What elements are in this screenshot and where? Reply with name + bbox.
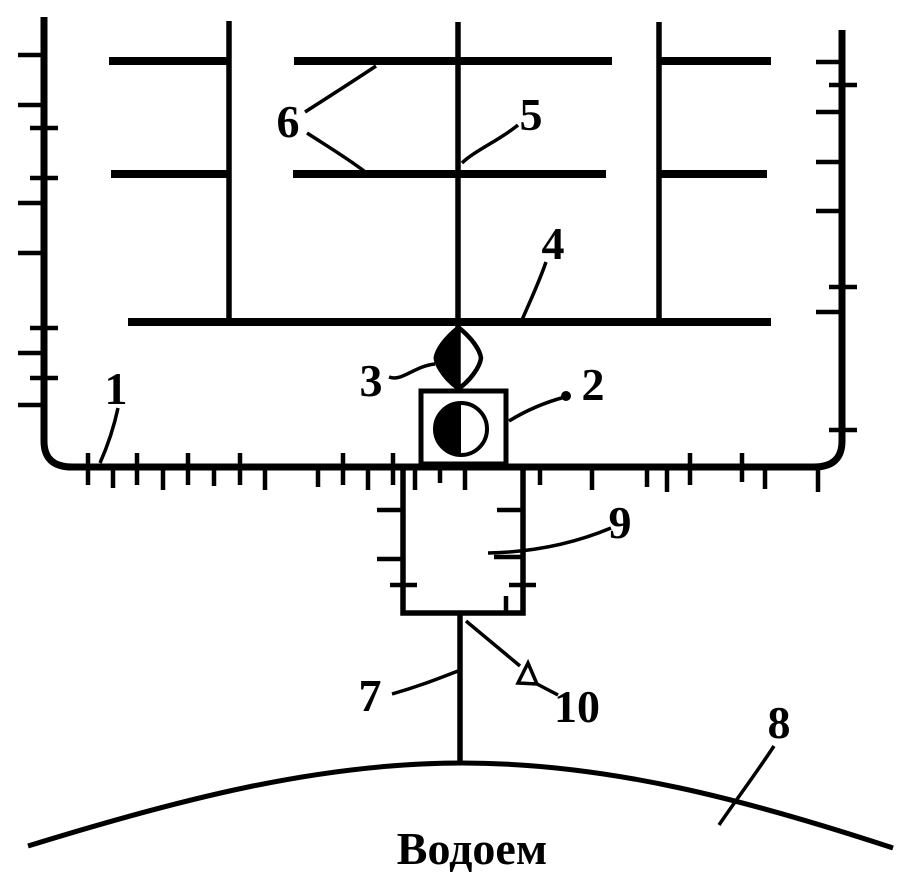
callout-1: 1 xyxy=(105,363,128,414)
sensor-box xyxy=(418,388,509,467)
callout-8: 8 xyxy=(768,697,791,748)
callout-4: 4 xyxy=(542,218,565,269)
callout-9: 9 xyxy=(609,497,632,548)
feed-diamond-left-half xyxy=(433,323,460,392)
callout-10: 10 xyxy=(554,681,600,732)
leader-10-upper xyxy=(464,619,522,668)
callout-5: 5 xyxy=(520,89,543,140)
leader-3 xyxy=(388,362,436,380)
right-ruler-ticks xyxy=(816,59,857,433)
feed-diamond-right-half xyxy=(456,325,484,391)
left-ruler-ticks xyxy=(18,52,58,408)
bottom-edge-ticks-cross xyxy=(85,453,745,485)
leader-9 xyxy=(487,526,612,555)
leader-7 xyxy=(391,669,459,696)
leader-8 xyxy=(717,745,776,826)
leader-1 xyxy=(98,407,120,464)
gauge-box xyxy=(400,467,526,616)
leader-10-lower xyxy=(536,682,559,697)
sensor-circle-left-half xyxy=(435,403,461,455)
leader-2 xyxy=(508,395,566,423)
water-label: Водоем xyxy=(397,823,547,874)
water-surface xyxy=(27,760,894,851)
leader-6-upper xyxy=(304,64,377,114)
tank-frame xyxy=(40,17,846,471)
callout-6: 6 xyxy=(277,96,300,147)
bottom-edge-ticks-down xyxy=(110,467,821,492)
callout-2: 2 xyxy=(582,359,605,410)
leader-4 xyxy=(520,261,548,321)
callout-7: 7 xyxy=(359,670,382,721)
leader-5 xyxy=(460,123,520,165)
leader-10-arrowhead xyxy=(515,658,540,686)
leader-6-lower xyxy=(306,131,366,173)
gauge-box-ticks xyxy=(377,507,536,613)
callout-3: 3 xyxy=(360,355,383,406)
leader-2-dot xyxy=(561,391,571,401)
